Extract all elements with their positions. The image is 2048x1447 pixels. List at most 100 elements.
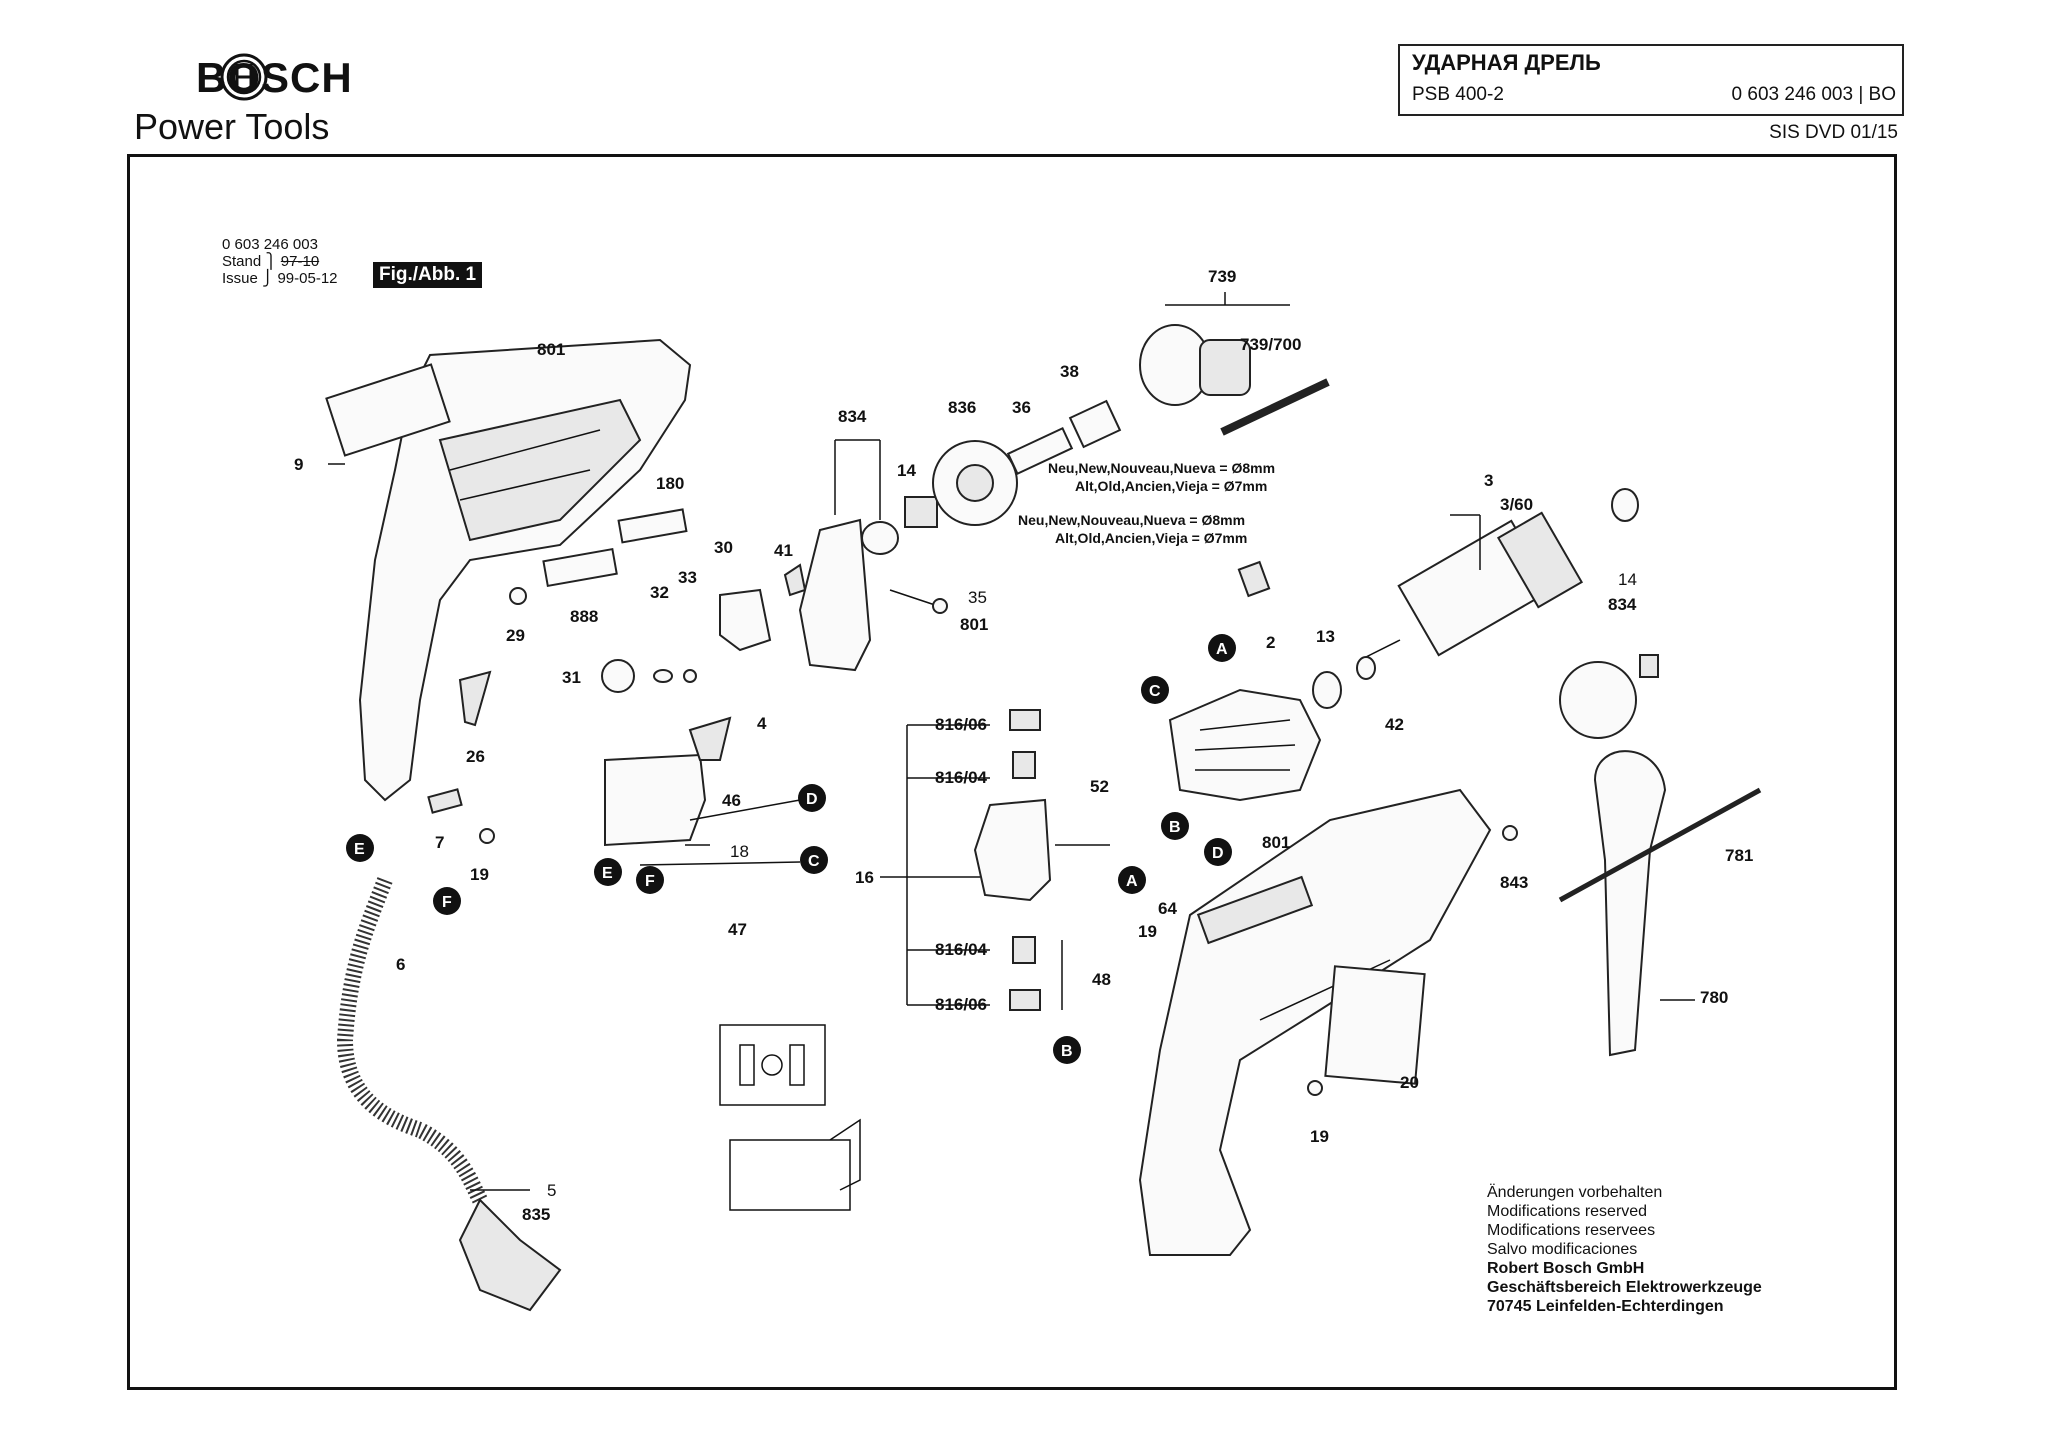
label-816-04-a: 816/04 xyxy=(935,768,988,787)
label-816-06-a: 816/06 xyxy=(935,715,987,734)
model-name: PSB 400-2 xyxy=(1412,84,1504,105)
label-739: 739 xyxy=(1208,267,1236,286)
label-180: 180 xyxy=(656,474,684,493)
part-brush-small xyxy=(1639,654,1659,678)
stand-label: Stand xyxy=(222,253,262,270)
housing-half-left xyxy=(358,338,692,802)
label-plate-888 xyxy=(542,547,618,588)
label-780: 780 xyxy=(1700,988,1728,1007)
note-old-7mm-b: Alt,Old,Ancien,Vieja = Ø7mm xyxy=(1055,530,1247,546)
note-new-8mm-a: Neu,New,Nouveau,Nueva = Ø8mm xyxy=(1048,460,1275,476)
bosch-logo-icon xyxy=(220,53,268,101)
label-32: 32 xyxy=(650,583,669,602)
part-834-bearing xyxy=(861,521,899,555)
label-plate-180 xyxy=(617,508,688,544)
figure-badge: Fig./Abb. 1 xyxy=(373,262,483,288)
label-13: 13 xyxy=(1316,627,1335,646)
part-38 xyxy=(1068,399,1122,449)
label-33: 33 xyxy=(678,568,697,587)
label-42: 42 xyxy=(1385,715,1404,734)
detail-circle-834 xyxy=(1559,661,1637,739)
label-781: 781 xyxy=(1725,846,1753,865)
label-801-b: 801 xyxy=(1262,833,1290,852)
part-30 xyxy=(719,588,772,652)
part-14-right xyxy=(1611,488,1639,522)
part-816-04-a xyxy=(1012,751,1036,779)
footer-address: 70745 Leinfelden-Echterdingen xyxy=(1487,1298,1724,1315)
label-739-700: 739/700 xyxy=(1240,335,1301,354)
label-26: 26 xyxy=(466,747,485,766)
label-6: 6 xyxy=(396,955,405,974)
part-816-06-a xyxy=(1009,709,1041,731)
label-14-right: 14 xyxy=(1618,570,1637,589)
connector-c-switch: C xyxy=(808,853,820,870)
label-843: 843 xyxy=(1500,873,1528,892)
switch-trigger xyxy=(688,716,732,761)
leader-lines xyxy=(328,292,1695,1191)
label-834-right: 834 xyxy=(1608,595,1637,614)
label-801-top: 801 xyxy=(537,340,565,359)
label-19-a: 19 xyxy=(470,865,489,884)
label-46: 46 xyxy=(722,791,741,810)
screw-19-c xyxy=(1307,1080,1323,1096)
label-801-mid: 801 xyxy=(960,615,988,634)
brush-holder-16 xyxy=(973,798,1052,902)
connector-f-switch: F xyxy=(645,873,655,890)
wire-46 xyxy=(689,799,801,821)
screw-843 xyxy=(1502,825,1518,841)
label-888: 888 xyxy=(570,607,598,626)
screw-19-a xyxy=(479,828,495,844)
label-834-top: 834 xyxy=(838,407,867,426)
footer-line-2: Modifications reserved xyxy=(1487,1203,1648,1220)
part-816-06-b xyxy=(1009,989,1041,1011)
part-number: 0 603 246 003 | BO xyxy=(1731,84,1896,105)
issue-value: 99-05-12 xyxy=(277,270,338,287)
gear-836-hub xyxy=(956,464,994,502)
sis-version: SIS DVD 01/15 xyxy=(1769,122,1898,143)
label-29: 29 xyxy=(506,626,525,645)
part-42 xyxy=(1356,656,1376,680)
connector-d-top: D xyxy=(1212,845,1224,862)
aux-handle-780 xyxy=(1593,750,1667,1057)
label-816-04-b: 816/04 xyxy=(935,940,988,959)
part-33 xyxy=(683,669,697,683)
label-14-top: 14 xyxy=(897,461,916,480)
label-38: 38 xyxy=(1060,362,1079,381)
title-block: УДАРНАЯ ДРЕЛЬ PSB 400-2 0 603 246 003 | … xyxy=(1398,44,1904,116)
document-title: УДАРНАЯ ДРЕЛЬ xyxy=(1412,50,1601,75)
connector-e-switch: E xyxy=(602,865,613,882)
field-coil-2 xyxy=(1168,688,1322,802)
label-64: 64 xyxy=(1158,899,1177,918)
label-836: 836 xyxy=(948,398,976,417)
label-36: 36 xyxy=(1012,398,1031,417)
screw-35 xyxy=(889,589,936,606)
bearing-13 xyxy=(1312,671,1342,709)
chuck-739-body xyxy=(1199,339,1251,396)
label-3-60: 3/60 xyxy=(1500,495,1533,514)
switch-4 xyxy=(604,753,707,847)
footer-line-3: Modifications reservees xyxy=(1487,1222,1656,1239)
label-4: 4 xyxy=(757,714,767,733)
label-31: 31 xyxy=(562,668,581,687)
connector-a-top: A xyxy=(1216,641,1228,658)
diameter-notes: Neu,New,Nouveau,Nueva = Ø8mm Alt,Old,Anc… xyxy=(1018,460,1275,546)
label-19-b: 19 xyxy=(1138,922,1157,941)
note-new-8mm-b: Neu,New,Nouveau,Nueva = Ø8mm xyxy=(1018,512,1245,528)
connector-a-holder: A xyxy=(1126,873,1138,890)
label-47: 47 xyxy=(728,920,747,939)
armature-3 xyxy=(1359,511,1584,661)
brand-name: BOSCH xyxy=(196,54,353,101)
connector-f-cord: F xyxy=(442,894,452,911)
footer-notice: Änderungen vorbehalten Modifications res… xyxy=(1487,1183,1762,1316)
label-16: 16 xyxy=(855,868,874,887)
footer-company: Robert Bosch GmbH xyxy=(1487,1260,1645,1277)
part-labels: 739 739/700 38 836 36 834 14 801 9 180 8… xyxy=(294,267,1753,1224)
label-52: 52 xyxy=(1090,777,1109,796)
connector-b-holder: B xyxy=(1061,1043,1073,1060)
footer-line-4: Salvo modificaciones xyxy=(1487,1241,1638,1258)
label-5: 5 xyxy=(547,1181,556,1200)
motor-brush xyxy=(1237,560,1271,598)
part-41 xyxy=(783,563,807,597)
doc-number: 0 603 246 003 xyxy=(222,236,318,253)
